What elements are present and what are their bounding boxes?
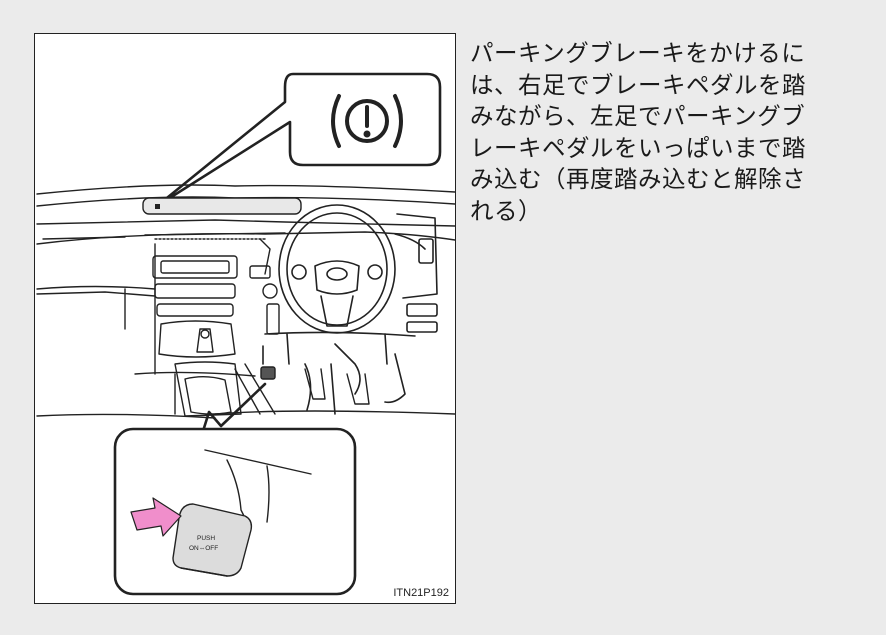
pedal-label-push: PUSH xyxy=(197,535,215,542)
pedal-label-on-off: ON⇔OFF xyxy=(189,545,218,552)
dashboard-drawing xyxy=(36,184,456,417)
steering-wheel-drawing xyxy=(262,204,438,415)
parking-brake-illustration: PUSH ON⇔OFF xyxy=(36,72,456,596)
figure-code: ITN21P192 xyxy=(393,587,449,599)
illustration-frame: PUSH ON⇔OFF ITN21P192 xyxy=(34,33,456,604)
push-arrow-icon xyxy=(130,497,182,537)
parking-brake-warning-icon xyxy=(331,94,403,148)
warning-light-callout xyxy=(155,72,442,208)
instruction-text: パーキングブレーキをかけるに は、右足でブレーキペダルを踏 みながら、左足でパー… xyxy=(470,39,806,225)
parking-brake-pedal-callout: PUSH ON⇔OFF xyxy=(113,427,357,596)
